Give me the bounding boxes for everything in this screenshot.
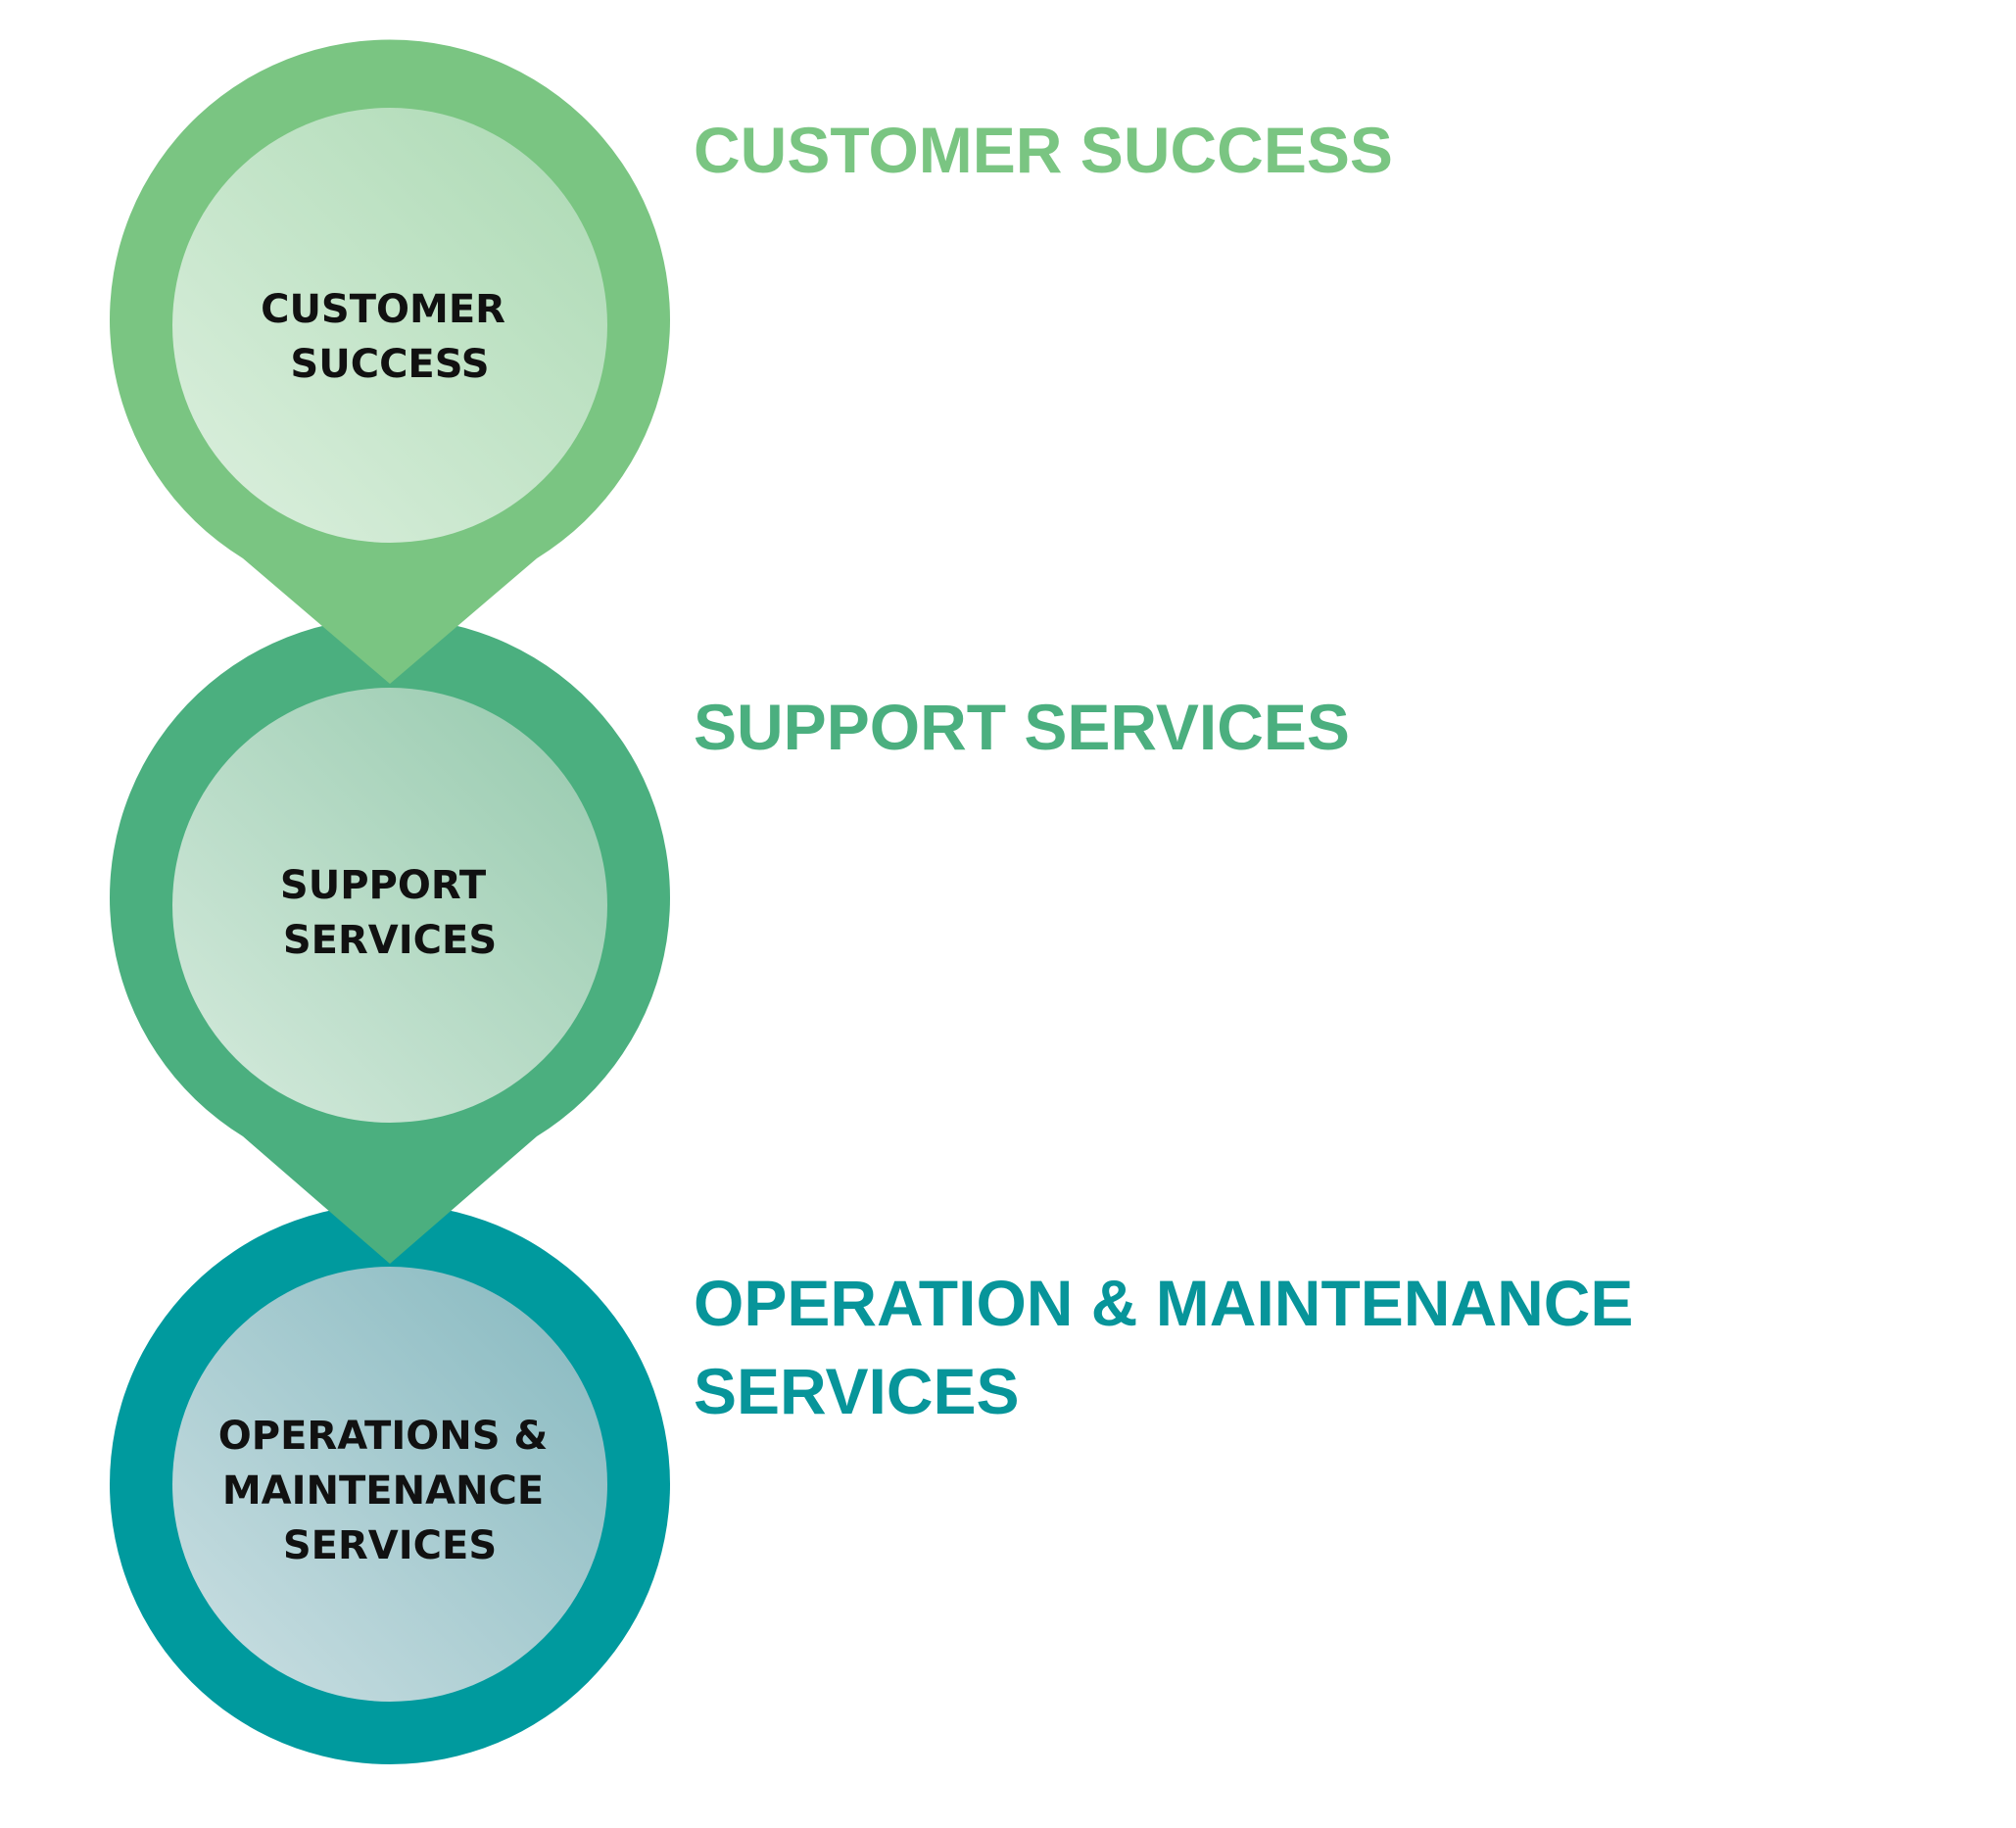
inner-circle-operations-maintenance [172,1267,607,1702]
circle-label-support-services: SUPPORT SERVICES [280,863,500,963]
heading-operation-maintenance-services: OPERATION & MAINTENANCE SERVICES [694,1267,1634,1427]
heading-customer-success: CUSTOMER SUCCESS [694,114,1393,186]
heading-support-services: SUPPORT SERVICES [694,691,1350,763]
stage-operations-maintenance: OPERATIONS & MAINTENANCE SERVICES [110,1204,670,1764]
stage-support-services: SUPPORT SERVICES [110,617,670,1264]
circle-label-operations-maintenance: OPERATIONS & MAINTENANCE SERVICES [218,1414,562,1568]
inner-circle-support-services [172,688,607,1123]
circle-label-customer-success: CUSTOMER SUCCESS [261,287,519,387]
stage-customer-success: CUSTOMER SUCCESS [110,39,670,685]
inner-circle-customer-success [172,108,607,543]
